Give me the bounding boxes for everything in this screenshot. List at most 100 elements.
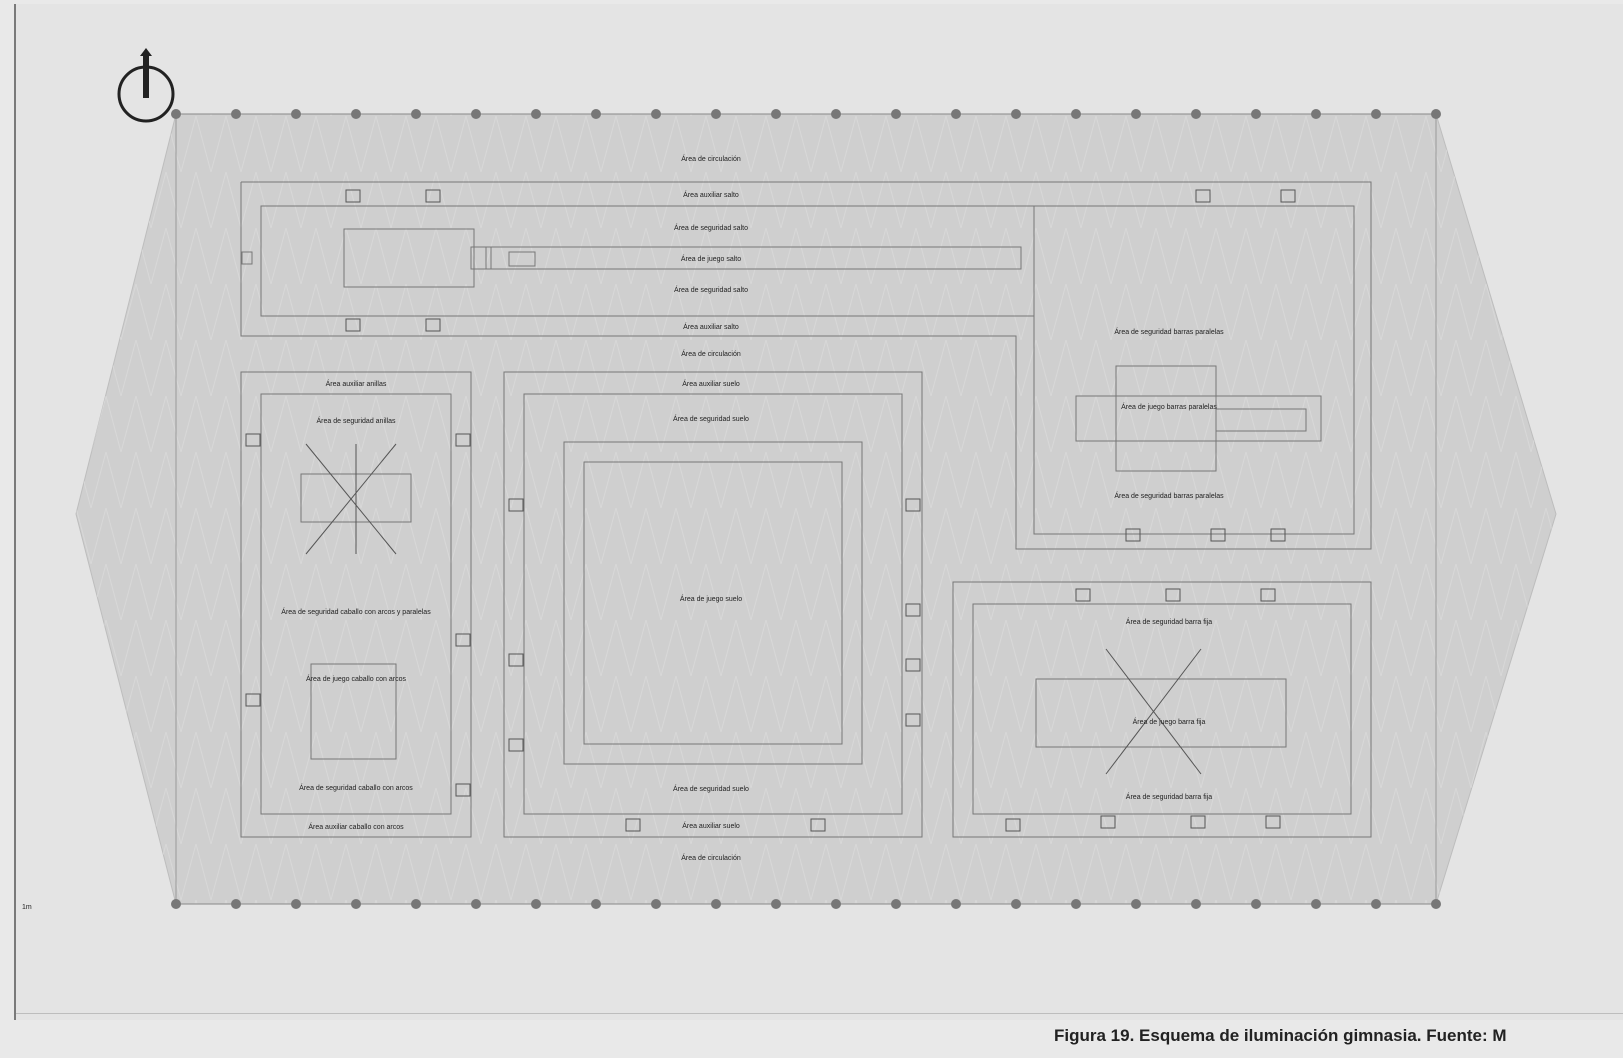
- label-auxiliar-salto-bottom: Área auxiliar salto: [683, 322, 739, 331]
- label-juego-salto: Área de juego salto: [681, 254, 741, 263]
- luminaire-icon: [531, 109, 541, 119]
- luminaire-icon: [1311, 109, 1321, 119]
- equipment-icon: [1165, 588, 1181, 602]
- equipment-icon: [508, 653, 524, 667]
- luminaire-icon: [411, 109, 421, 119]
- equipment-symbols: [245, 189, 1296, 832]
- zone-barra-fija: [952, 581, 1372, 838]
- luminaire-icon: [591, 899, 601, 909]
- equipment-icon: [508, 738, 524, 752]
- zone-salto: [240, 181, 1372, 550]
- luminaire-icon: [351, 899, 361, 909]
- zone-anillas-caballo: [240, 371, 472, 838]
- luminaire-row-bottom: [171, 899, 1441, 909]
- equipment-icon: [508, 498, 524, 512]
- zone-paralelas: [1075, 365, 1322, 472]
- label-seguridad-salto-top: Área de seguridad salto: [674, 223, 748, 232]
- label-juego-barra: Área de juego barra fija: [1133, 717, 1206, 726]
- luminaire-icon: [1071, 109, 1081, 119]
- zone-suelo: [503, 371, 923, 838]
- luminaire-icon: [1371, 899, 1381, 909]
- luminaire-icon: [291, 899, 301, 909]
- label-circulacion-bottom: Área de circulación: [681, 853, 741, 862]
- equipment-icon: [1280, 189, 1296, 203]
- equipment-icon: [455, 433, 471, 447]
- luminaire-icon: [1311, 899, 1321, 909]
- luminaire-icon: [831, 109, 841, 119]
- zone-labels: Área de circulación Área auxiliar salto …: [22, 154, 1224, 911]
- luminaire-icon: [1071, 899, 1081, 909]
- luminaire-icon: [1431, 109, 1441, 119]
- equipment-icon: [1265, 815, 1281, 829]
- equipment-icon: [245, 433, 261, 447]
- equipment-icon: [455, 783, 471, 797]
- equipment-icon: [1270, 528, 1286, 542]
- luminaire-icon: [351, 109, 361, 119]
- luminaire-icon: [711, 899, 721, 909]
- luminaire-icon: [951, 109, 961, 119]
- luminaire-icon: [1011, 899, 1021, 909]
- label-seguridad-salto-bottom: Área de seguridad salto: [674, 285, 748, 294]
- scale-mark: 1m: [22, 904, 32, 911]
- equipment-icon: [625, 818, 641, 832]
- drawing-frame: Área de circulación Área auxiliar salto …: [14, 4, 1623, 1020]
- luminaire-icon: [291, 109, 301, 119]
- footer-divider: [16, 1013, 1623, 1014]
- luminaire-icon: [411, 899, 421, 909]
- equipment-icon: [425, 189, 441, 203]
- luminaire-icon: [1371, 109, 1381, 119]
- label-seguridad-paralelas-bottom: Área de seguridad barras paralelas: [1114, 491, 1224, 500]
- luminaire-icon: [1191, 899, 1201, 909]
- equipment-icon: [345, 318, 361, 332]
- equipment-icon: [1260, 588, 1276, 602]
- equipment-icon: [810, 818, 826, 832]
- floor-plan: Área de circulación Área auxiliar salto …: [22, 48, 1557, 911]
- equipment-icon: [245, 693, 261, 707]
- label-seguridad-paralelas-top: Área de seguridad barras paralelas: [1114, 327, 1224, 336]
- label-seguridad-suelo-bottom: Área de seguridad suelo: [673, 784, 749, 793]
- label-seguridad-barra-bottom: Área de seguridad barra fija: [1126, 792, 1212, 801]
- luminaire-icon: [1251, 899, 1261, 909]
- luminaire-icon: [891, 109, 901, 119]
- luminaire-icon: [471, 109, 481, 119]
- label-circulacion-mid: Área de circulación: [681, 349, 741, 358]
- luminaire-icon: [231, 109, 241, 119]
- luminaire-icon: [951, 899, 961, 909]
- equipment-icon: [1190, 815, 1206, 829]
- equipment-icon: [1195, 189, 1211, 203]
- equipment-icon: [1210, 528, 1226, 542]
- label-juego-paralelas: Área de juego barras paralelas: [1121, 402, 1217, 411]
- luminaire-row-top: [171, 109, 1441, 119]
- label-seguridad-anillas: Área de seguridad anillas: [317, 416, 396, 425]
- luminaire-icon: [1011, 109, 1021, 119]
- equipment-icon: [1125, 528, 1141, 542]
- equipment-icon: [1075, 588, 1091, 602]
- luminaire-icon: [711, 109, 721, 119]
- luminaire-icon: [651, 109, 661, 119]
- label-auxiliar-suelo-top: Área auxiliar suelo: [682, 379, 740, 388]
- luminaire-icon: [651, 899, 661, 909]
- luminaire-icon: [771, 899, 781, 909]
- label-auxiliar-anillas: Área auxiliar anillas: [326, 379, 387, 388]
- equipment-icon: [345, 189, 361, 203]
- luminaire-icon: [831, 899, 841, 909]
- equipment-icon: [905, 498, 921, 512]
- equipment-icon: [905, 658, 921, 672]
- luminaire-icon: [171, 109, 181, 119]
- label-juego-caballo: Área de juego caballo con arcos: [306, 674, 407, 683]
- label-seguridad-caballo: Área de seguridad caballo con arcos y pa…: [281, 607, 431, 616]
- equipment-icon: [1005, 818, 1021, 832]
- label-auxiliar-caballo: Área auxiliar caballo con arcos: [308, 822, 404, 831]
- equipment-icon: [1100, 815, 1116, 829]
- luminaire-icon: [531, 899, 541, 909]
- luminaire-icon: [171, 899, 181, 909]
- label-circulacion-top: Área de circulación: [681, 154, 741, 163]
- label-seguridad-barra-top: Área de seguridad barra fija: [1126, 617, 1212, 626]
- label-seguridad-caballo-bottom: Área de seguridad caballo con arcos: [299, 783, 413, 792]
- luminaire-icon: [1191, 109, 1201, 119]
- luminaire-icon: [1131, 899, 1141, 909]
- equipment-icon: [905, 603, 921, 617]
- luminaire-icon: [591, 109, 601, 119]
- label-seguridad-suelo-top: Área de seguridad suelo: [673, 414, 749, 423]
- label-juego-suelo: Área de juego suelo: [680, 594, 742, 603]
